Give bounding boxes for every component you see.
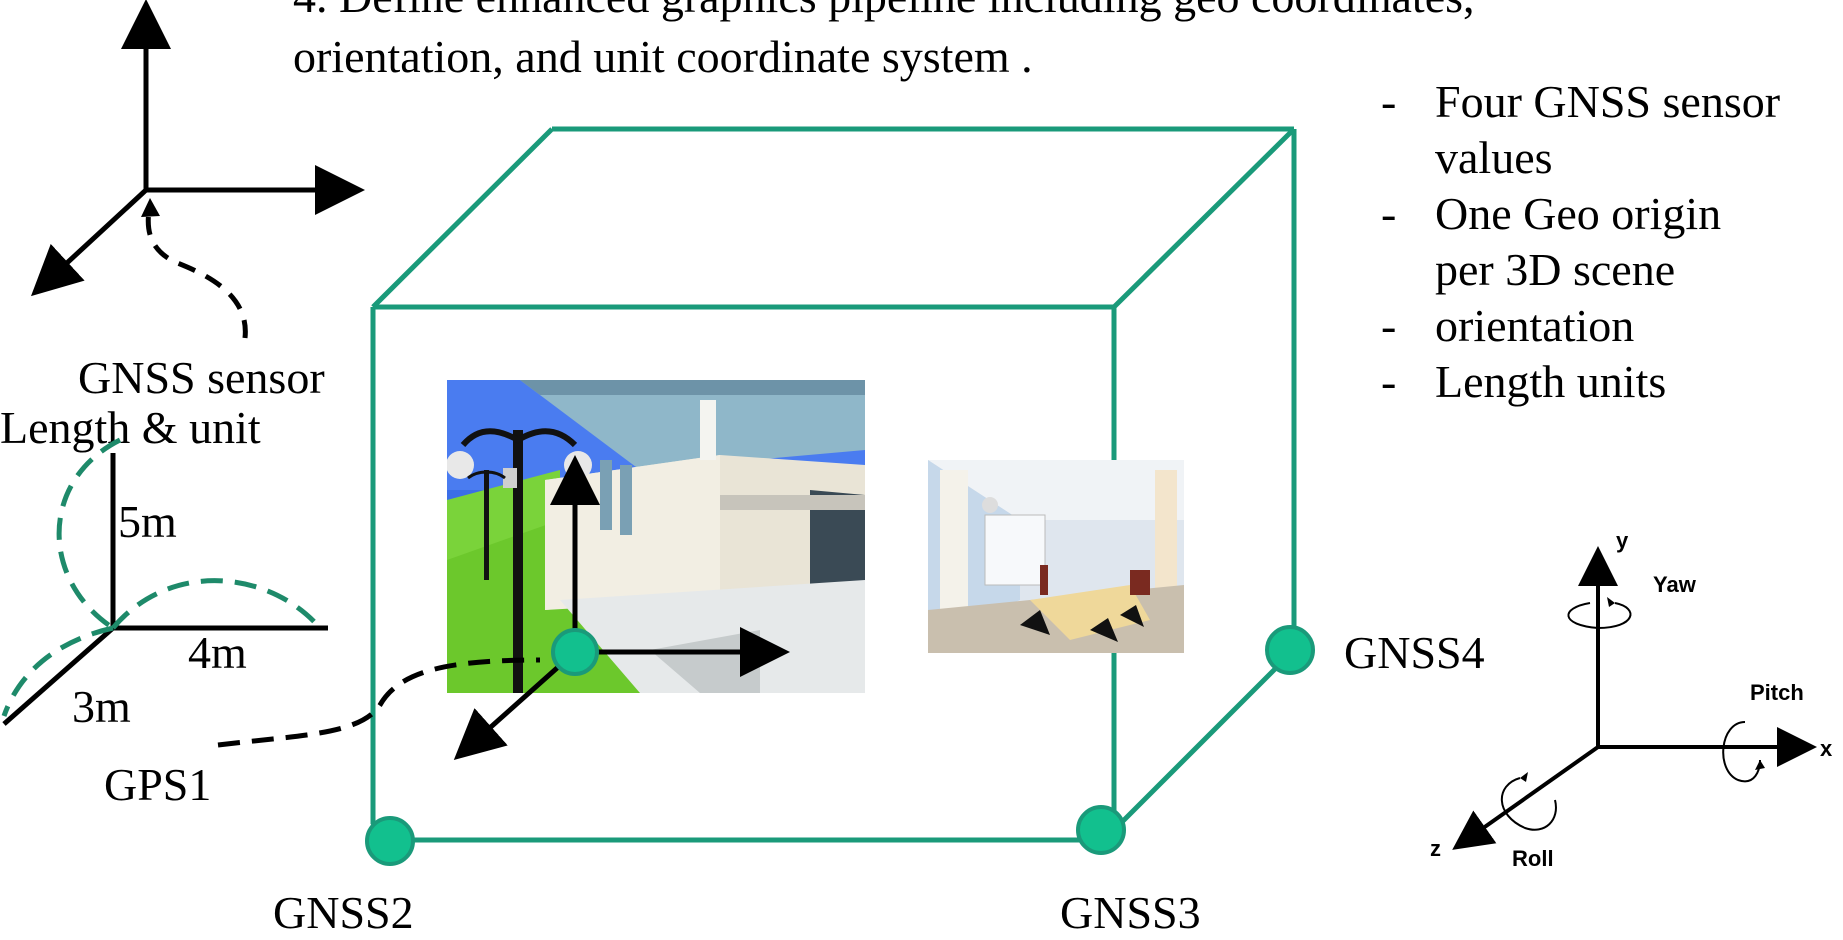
bullet-4-line-1: Length units: [1435, 356, 1666, 407]
gnss3-label: GNSS3: [1060, 887, 1201, 938]
gps1-pointer: [217, 657, 541, 748]
bullet-1-line-2: values: [1435, 132, 1553, 183]
gnss3-node: [1076, 805, 1126, 855]
length-4m: 4m: [188, 627, 247, 678]
length-5m: 5m: [118, 496, 177, 547]
pitch-label: Pitch: [1750, 680, 1804, 705]
axis-x-label: x: [1820, 736, 1833, 761]
bullet-dash-2: -: [1381, 188, 1396, 239]
indoor-scene-image: [928, 460, 1184, 653]
orientation-axes: [1452, 546, 1817, 850]
gnss4-label: GNSS4: [1344, 627, 1485, 678]
heading-line-2: orientation, and unit coordinate system …: [293, 31, 1033, 82]
gps1-label: GPS1: [104, 759, 211, 810]
pitch-rotation-icon: [1722, 721, 1761, 783]
length-3m: 3m: [72, 681, 131, 732]
local-coordinate-frame: [453, 455, 790, 760]
bullet-3-line-1: orientation: [1435, 300, 1634, 351]
length-axes: [1, 437, 328, 726]
bullet-1-line-1: Four GNSS sensor: [1435, 76, 1780, 127]
scene-bounding-box: [370, 126, 1297, 843]
yaw-rotation-icon: [1567, 602, 1632, 630]
roll-rotation-icon: [1500, 777, 1557, 831]
roll-label: Roll: [1512, 846, 1554, 871]
yaw-label: Yaw: [1653, 572, 1697, 597]
gnss-sensor-pointer: [145, 204, 248, 339]
length-unit-label: Length & unit: [0, 402, 261, 453]
bullet-dash-3: -: [1381, 300, 1396, 351]
bullet-list: - Four GNSS sensor values - One Geo orig…: [1381, 76, 1780, 407]
gnss-sensor-label: GNSS sensor: [78, 352, 325, 403]
heading-line-1: 4. Define enhanced graphics pipeline inc…: [293, 0, 1475, 22]
bullet-2-line-1: One Geo origin: [1435, 188, 1721, 239]
bullet-dash-1: -: [1381, 76, 1396, 127]
axis-z-label: z: [1430, 836, 1441, 861]
gnss-pointer-arrowhead: [141, 198, 160, 217]
outdoor-scene-image: [447, 380, 865, 693]
axis-y-label: y: [1616, 528, 1629, 553]
gnss4-node: [1265, 625, 1315, 675]
gps1-node: [551, 628, 599, 676]
bullet-dash-4: -: [1381, 356, 1396, 407]
bullet-2-line-2: per 3D scene: [1435, 244, 1675, 295]
gnss2-node: [365, 816, 415, 866]
gnss2-label: GNSS2: [273, 887, 414, 938]
world-axes: [30, 0, 365, 297]
